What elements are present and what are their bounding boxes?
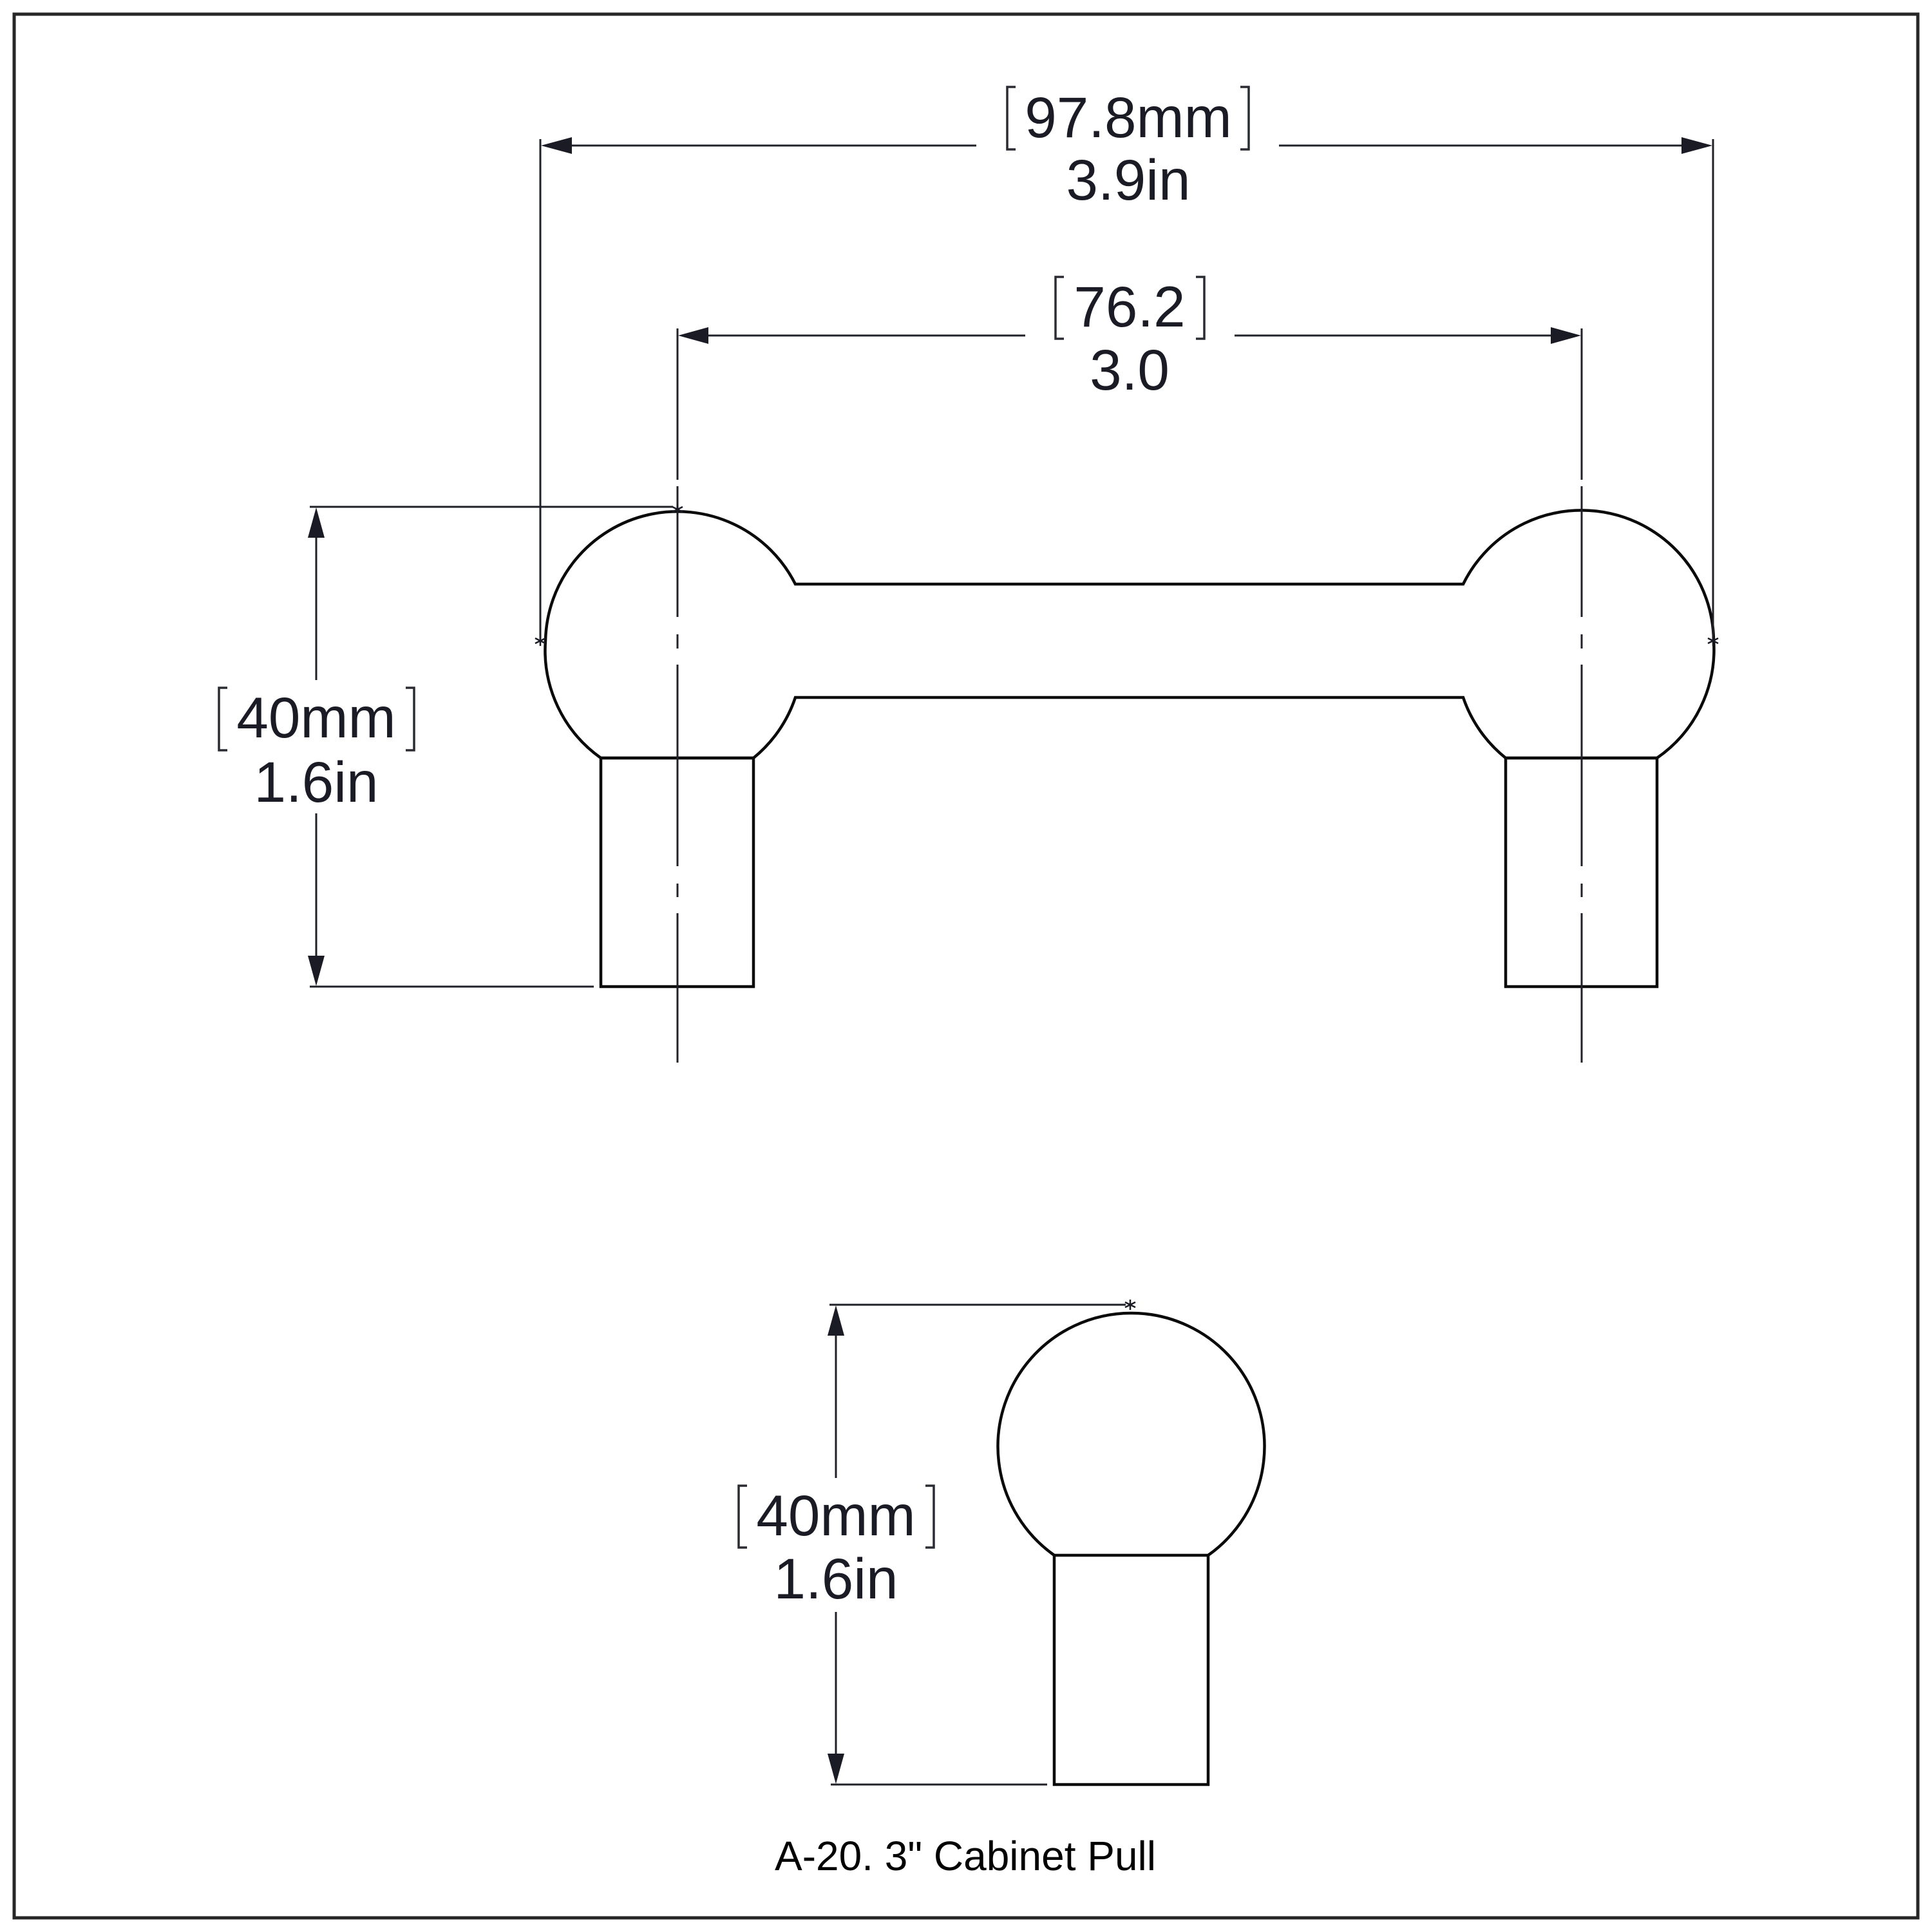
point-marker	[1124, 1300, 1136, 1310]
overall-length-dimension: 97.8mm 3.9in	[539, 85, 1714, 639]
bracket-right	[406, 687, 415, 752]
arrow-left-icon	[678, 327, 708, 344]
bracket-left	[1054, 276, 1064, 340]
bracket-left	[1006, 86, 1016, 151]
arrow-up-icon	[308, 507, 325, 538]
side-view: 40mm 1.6in	[737, 1300, 1266, 1786]
arrow-up-icon	[828, 1305, 844, 1336]
bracket-right	[1240, 86, 1250, 151]
front-height-imperial: 1.6in	[254, 750, 379, 814]
arrow-down-icon	[828, 1754, 844, 1784]
center-to-center-dimension: 76.2 3.0	[678, 274, 1581, 402]
bracket-right	[925, 1484, 935, 1549]
overall-length-imperial: 3.9in	[1066, 147, 1191, 212]
side-leg	[1052, 1553, 1210, 1786]
bracket-left	[737, 1484, 747, 1549]
drawing-caption: A-20. 3" Cabinet Pull	[775, 1833, 1156, 1879]
front-view: 97.8mm 3.9in 76.2 3.0 40mm 1.6in	[218, 85, 1719, 1063]
point-markers	[535, 504, 1719, 646]
side-height-imperial: 1.6in	[774, 1546, 898, 1611]
center-to-center-metric: 76.2	[1074, 274, 1185, 339]
side-ball-outline	[996, 1311, 1266, 1557]
pull-body-outline	[544, 509, 1716, 760]
front-height-metric: 40mm	[236, 685, 395, 750]
arrow-left-icon	[541, 137, 572, 154]
bracket-left	[218, 687, 227, 752]
overall-length-metric: 97.8mm	[1025, 85, 1232, 149]
center-to-center-imperial: 3.0	[1090, 337, 1170, 402]
arrow-right-icon	[1551, 327, 1581, 344]
arrow-right-icon	[1681, 137, 1712, 154]
side-height-metric: 40mm	[756, 1483, 915, 1548]
side-height-dimension: 40mm 1.6in	[737, 1303, 1126, 1786]
front-height-dimension: 40mm 1.6in	[218, 506, 673, 988]
drawing-frame	[12, 12, 1920, 1920]
arrow-down-icon	[308, 956, 325, 986]
bracket-right	[1196, 276, 1206, 340]
